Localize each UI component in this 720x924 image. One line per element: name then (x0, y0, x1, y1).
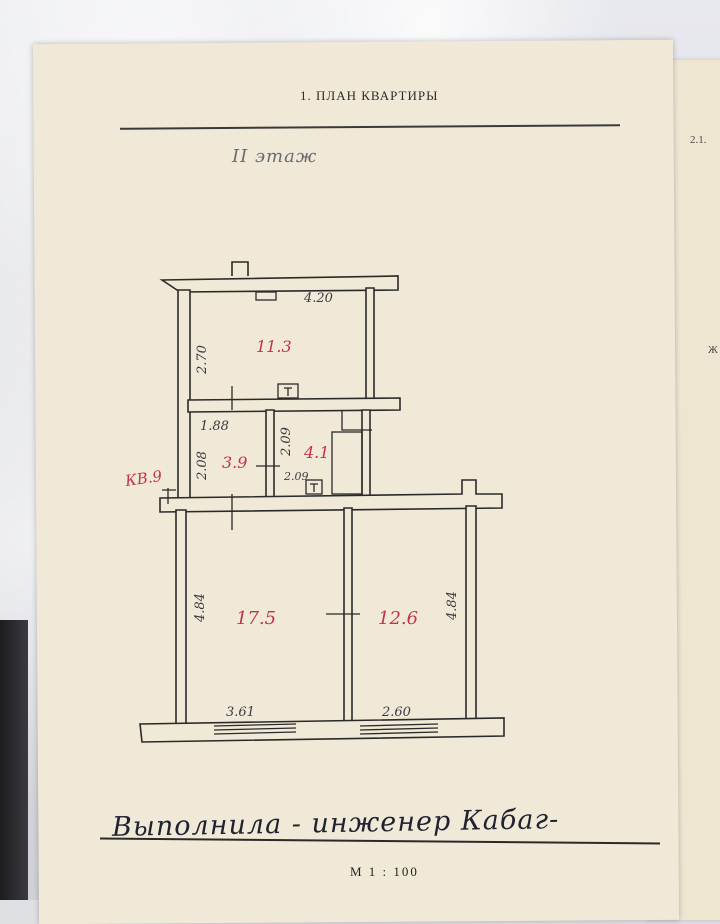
vent-bump (231, 261, 249, 276)
left-wall-upper (177, 289, 191, 501)
hall-bath-partition (265, 409, 275, 501)
toilet-fixture (305, 479, 323, 495)
room-area-bedroom: 12.6 (378, 608, 418, 629)
dark-surface-edge (0, 620, 28, 900)
center-partition (343, 507, 353, 729)
dim-right-height-lower: 4.84 (445, 591, 460, 621)
dim-hall-height: 2.08 (195, 451, 210, 481)
side-section-number: 2.1. (690, 134, 707, 146)
tap-icon (284, 387, 292, 396)
side-letter: Ж (708, 344, 718, 356)
bath-niche (341, 410, 372, 431)
room-area-bathroom: 4.1 (303, 443, 329, 462)
apartment-label: КВ.9 (123, 467, 164, 490)
dim-left-height-lower: 4.84 (193, 593, 208, 623)
left-wall-lower (175, 509, 187, 727)
stove-fixture (255, 291, 277, 301)
window-left (213, 723, 297, 735)
top-wall (159, 275, 399, 293)
kitchen-bottom-wall (187, 397, 401, 413)
bathtub-fixture (331, 431, 363, 495)
dim-left-height-upper: 2.70 (195, 345, 210, 375)
dim-bath-height: 2.09 (279, 427, 294, 457)
dim-bottom-left-width: 3.61 (226, 705, 255, 720)
room-area-living-room: 17.5 (236, 608, 276, 629)
room-area-kitchen: 11.3 (256, 337, 292, 356)
fixtures (162, 291, 439, 735)
toilet-tap-icon (310, 483, 318, 492)
dim-bottom-right-width: 2.60 (381, 705, 411, 720)
dim-top-width: 4.20 (303, 291, 333, 306)
right-wall-lower (465, 505, 477, 727)
entry-door-mark (162, 488, 176, 504)
dim-bath-width: 2.09 (283, 470, 309, 483)
walls (139, 261, 505, 743)
middle-wall (159, 479, 503, 513)
dim-hall-width: 1.88 (200, 419, 229, 434)
page-title: 1. ПЛАН КВАРТИРЫ (300, 88, 439, 103)
floor-plan: 4.20 2.70 1.88 2.08 2.09 2.09 4.84 4.84 … (123, 261, 505, 743)
bath-right-wall (361, 409, 371, 497)
floor-label: II этаж (232, 146, 318, 167)
scale-label: М 1 : 100 (350, 864, 419, 879)
window-right (359, 723, 439, 735)
kitchen-sink-fixture (277, 383, 299, 399)
bottom-wall (139, 717, 505, 743)
kitchen-right-wall (365, 287, 375, 401)
room-area-hall: 3.9 (222, 453, 247, 472)
